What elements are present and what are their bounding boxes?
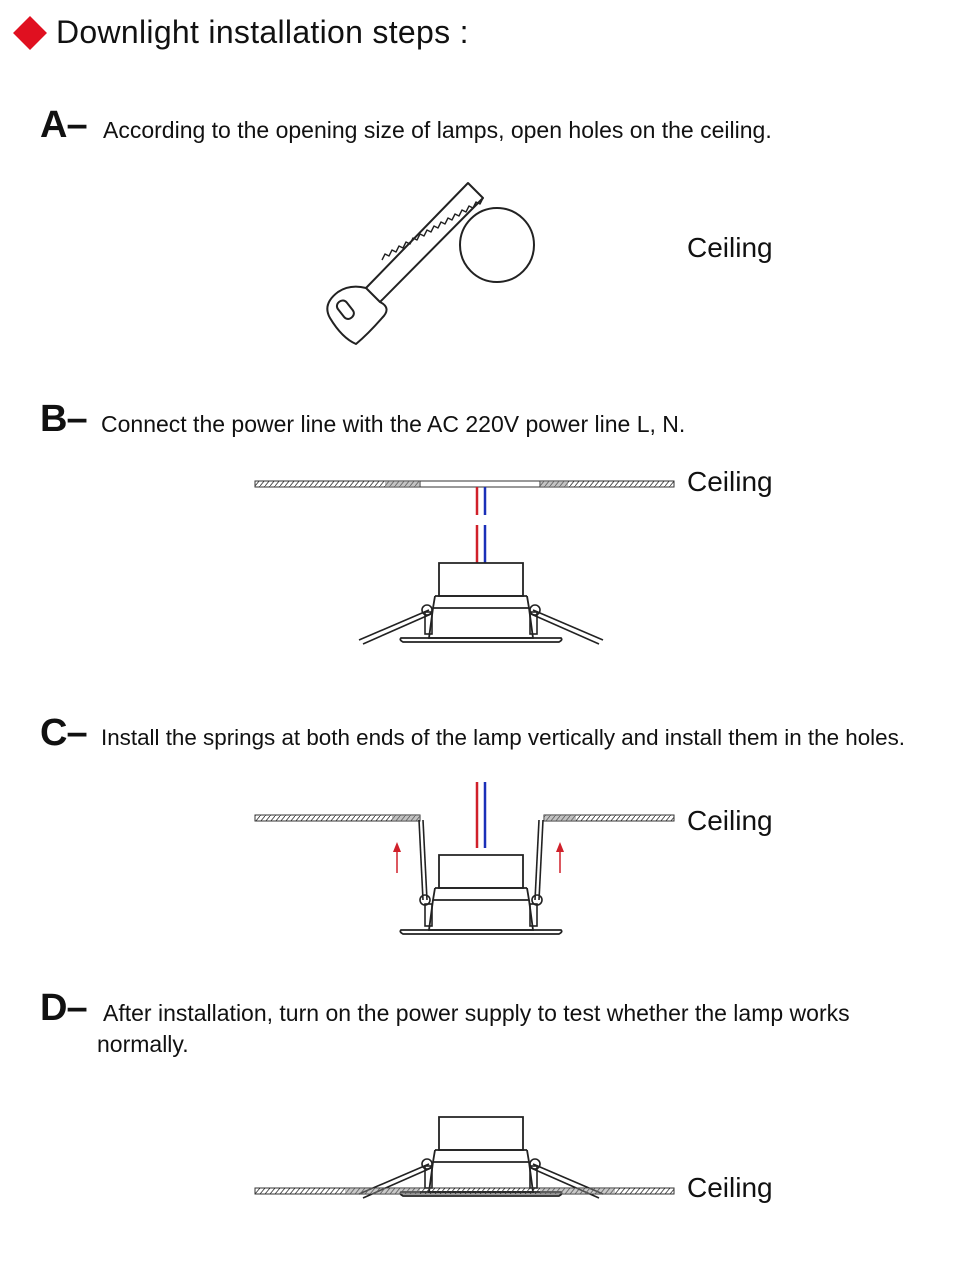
step-b-ceiling-board (254, 480, 675, 488)
page-header: Downlight installation steps : (12, 14, 469, 51)
step-b-downlight (358, 562, 604, 645)
step-d-ceiling-board (254, 1187, 675, 1195)
step-c-up-arrows (393, 842, 564, 873)
step-b-ceiling-label: Ceiling (687, 466, 773, 497)
step-d-text: After installation, turn on the power su… (103, 1000, 850, 1026)
step-c-letter: C– (40, 712, 88, 754)
step-d-downlight (358, 1116, 604, 1199)
step-d-ceiling-label: Ceiling (687, 1172, 773, 1203)
step-b-text: Connect the power line with the AC 220V … (101, 411, 686, 437)
step-d-text-line2: normally. (97, 1031, 189, 1057)
step-c-power-wires (475, 782, 487, 848)
step-a-ceiling-label: Ceiling (687, 232, 773, 263)
step-c-ceiling-label: Ceiling (687, 805, 773, 836)
step-a-text: According to the opening size of lamps, … (103, 117, 772, 143)
page-title: Downlight installation steps : (56, 14, 469, 50)
step-d-letter: D– (40, 987, 88, 1029)
ceiling-hole-circle (459, 207, 535, 283)
step-b-letter: B– (40, 398, 88, 440)
step-c-ceiling-board (254, 814, 675, 822)
saw-icon (326, 182, 484, 345)
step-c-downlight (399, 819, 563, 935)
step-c-text: Install the springs at both ends of the … (101, 725, 906, 750)
step-b-power-wires (475, 487, 487, 563)
step-a-letter: A– (40, 104, 88, 146)
